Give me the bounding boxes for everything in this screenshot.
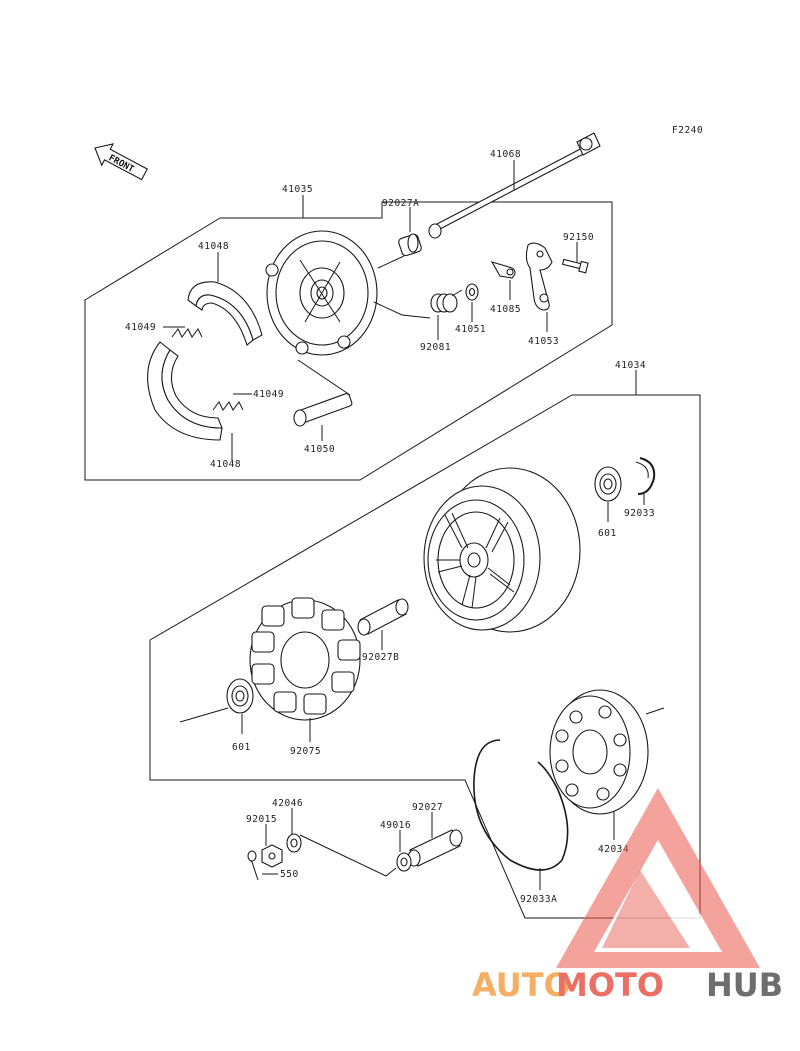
- wheel-damper-92075: [249, 597, 361, 721]
- brake-group-frame: [84, 201, 613, 481]
- label-41068: 41068: [490, 149, 521, 160]
- watermark-hub: HUB: [706, 966, 783, 1004]
- bearing-601-left: [226, 678, 254, 714]
- circlip-92033: [635, 457, 656, 495]
- label-41049-bottom: 41049: [253, 389, 284, 400]
- front-arrow-icon: FRONT: [94, 143, 149, 181]
- label-92033a: 92033A: [520, 894, 557, 905]
- label-41048-bottom: 41048: [210, 459, 241, 470]
- label-92081: 92081: [420, 342, 451, 353]
- sprocket-coupling-42034: [549, 689, 649, 815]
- label-92027b: 92027B: [362, 652, 399, 663]
- spring-41049-lower: [212, 401, 244, 411]
- label-601-left: 601: [232, 742, 251, 753]
- collar-92027b: [357, 598, 409, 636]
- label-41035: 41035: [282, 184, 313, 195]
- nut-92015: [261, 844, 283, 868]
- bearing-601-right: [594, 466, 622, 502]
- label-49016: 49016: [380, 820, 411, 831]
- label-41048-top: 41048: [198, 241, 229, 252]
- brake-lever-41053: [525, 242, 553, 311]
- label-92033: 92033: [624, 508, 655, 519]
- label-92027a: 92027A: [382, 198, 419, 209]
- brake-shoe-lower: [147, 341, 223, 441]
- washer-41051: [465, 283, 479, 301]
- return-spring-92081: [430, 289, 463, 313]
- label-41049-top: 41049: [125, 322, 156, 333]
- label-601-right: 601: [598, 528, 617, 539]
- collar-92027: [407, 829, 463, 867]
- brake-shoe-upper: [187, 281, 263, 346]
- label-41050: 41050: [304, 444, 335, 455]
- wear-indicator-41085: [490, 261, 516, 279]
- watermark-moto: MOTO: [556, 966, 664, 1004]
- bolt-92150: [561, 258, 589, 274]
- label-92075: 92075: [290, 746, 321, 757]
- brake-panel: [265, 230, 378, 356]
- label-42046: 42046: [272, 798, 303, 809]
- label-42034: 42034: [598, 844, 629, 855]
- spring-41049-upper: [171, 328, 203, 338]
- watermark-logo: AUTO MOTO HUB: [472, 788, 783, 1004]
- label-550: 550: [280, 869, 299, 880]
- label-92027: 92027: [412, 802, 443, 813]
- washer-49016: [396, 852, 412, 872]
- cotter-pin-550: [247, 850, 259, 881]
- wheel-rim: [423, 467, 581, 633]
- washer-42046: [286, 833, 302, 853]
- label-41034: 41034: [615, 360, 646, 371]
- diagram-code: F2240: [672, 125, 703, 136]
- watermark-auto: AUTO: [472, 966, 571, 1004]
- label-41053: 41053: [528, 336, 559, 347]
- label-92150: 92150: [563, 232, 594, 243]
- label-41085: 41085: [490, 304, 521, 315]
- collar-92027a: [398, 233, 422, 257]
- label-92015: 92015: [246, 814, 277, 825]
- label-41051: 41051: [455, 324, 486, 335]
- circlip-92033a: [473, 739, 569, 871]
- brake-cam: [293, 393, 353, 427]
